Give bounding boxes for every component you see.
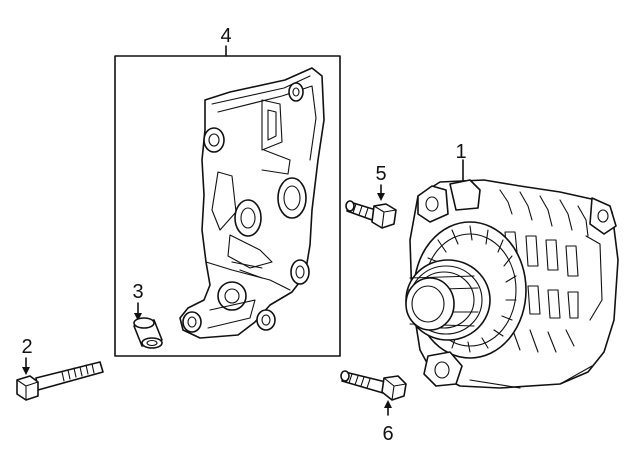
callout-number-3: 3 (132, 281, 143, 303)
short-bolt-top (345, 184, 397, 229)
bracket-group (114, 45, 341, 357)
long-bolt (16, 357, 104, 401)
alternator (405, 159, 619, 389)
bushing (133, 302, 163, 349)
bracket-frame (114, 55, 341, 357)
callout-number-6: 6 (382, 423, 393, 445)
mounting-bracket (179, 67, 325, 339)
callout-number-4: 4 (220, 25, 231, 47)
bolt-bottom (340, 370, 407, 416)
callout-number-5: 5 (375, 163, 386, 185)
callout-number-2: 2 (21, 336, 32, 358)
callout-number-1: 1 (455, 141, 466, 163)
